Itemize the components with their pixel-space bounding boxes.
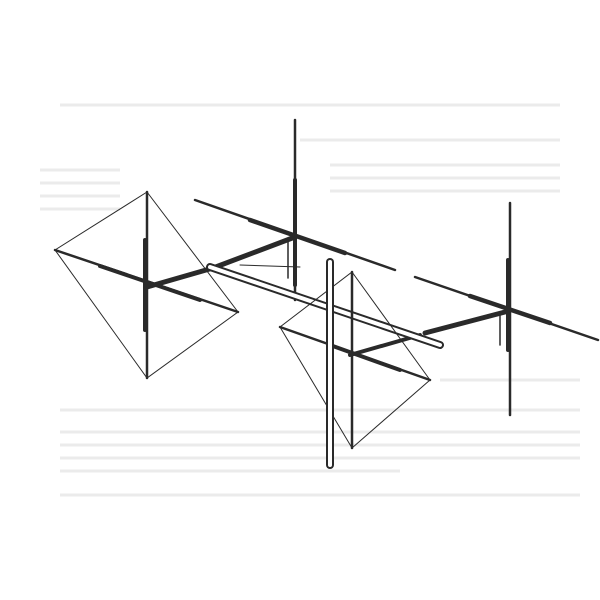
main-boom xyxy=(206,263,444,349)
bleed-through-text xyxy=(40,103,580,497)
middle-quad-element xyxy=(278,270,432,450)
right-dipole-element xyxy=(413,201,600,417)
